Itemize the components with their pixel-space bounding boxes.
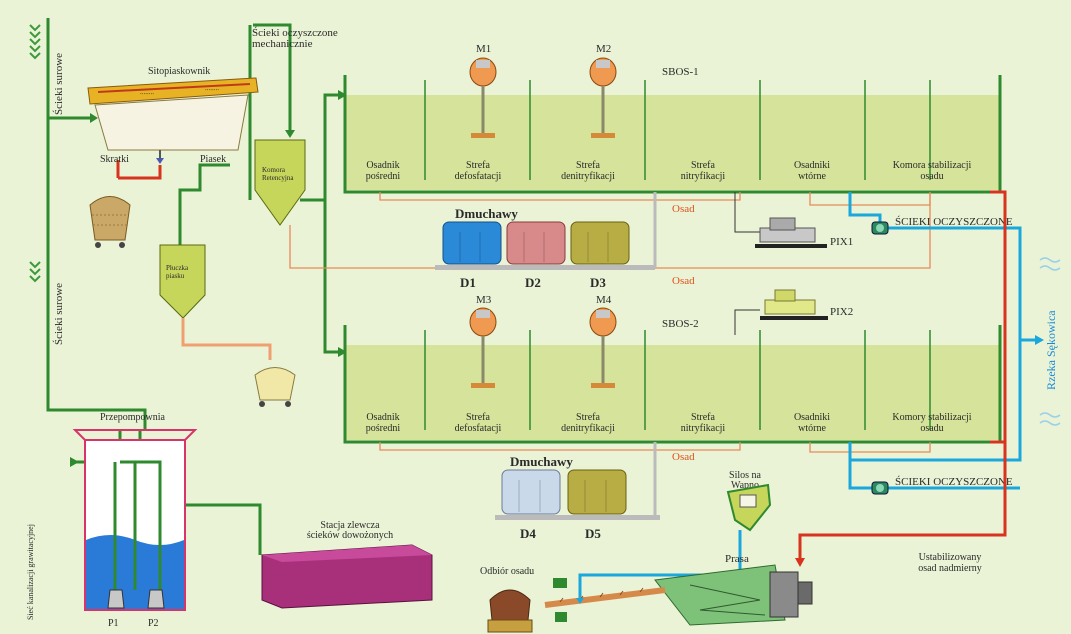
blowers1-group [435,192,657,270]
sbos1-tank [343,75,1002,194]
osad-label-3: Osad [672,451,695,463]
mech-treated-line2: mechanicznie [252,38,313,50]
lime-silo [726,483,772,532]
treated-label-2: ŚCIEKI OCZYSZCZONE [895,476,1013,488]
pix1-label: PIX1 [830,236,853,248]
sand-separator [159,244,272,360]
mixer-m2-label: M2 [596,43,611,55]
mixer-m3-label: M3 [476,294,492,306]
blower-d3: D3 [590,275,606,290]
treated-meter-1 [871,221,889,235]
blower-d1: D1 [460,275,476,290]
treated-label-1: ŚCIEKI OCZYSZCZONE [895,216,1013,228]
raw-sewage-pipe [46,18,340,555]
mixer-m1-label: M1 [476,43,491,55]
mixer-m2 [589,57,617,138]
excess-sludge-arrow [795,558,805,567]
osad-label-1: Osad [672,203,695,215]
blower-d4: D4 [520,526,536,541]
screenings-bin [89,196,131,248]
press-label: Prasa [725,553,749,565]
retention-chamber [254,139,306,226]
sludge-receiver-label: Odbiór osadu [480,566,534,577]
river-label: Rzeka Sękowica [1044,310,1058,390]
mixer-m4 [589,307,617,388]
inflow-arrows-bottom [29,261,41,283]
blowers2-title: Dmuchawy [510,454,573,469]
sludge-lines-2 [379,442,931,453]
sbos2-tank [343,325,1002,444]
pix2-label: PIX2 [830,306,853,318]
blower-d2: D2 [525,275,541,290]
pipe-arrows [70,90,347,467]
svg-text:∙∙∙∙∙∙∙∙: ∙∙∙∙∙∙∙∙ [140,90,154,98]
mixer-m3 [469,307,497,388]
river-arrow [1035,335,1044,345]
screenings-label: Skratki [100,154,129,165]
blowers1-title: Dmuchawy [455,206,518,221]
mixer-m4-label: M4 [596,294,612,306]
raw-sewage-label-top: Ścieki surowe [53,53,65,115]
inflow-arrows-top [29,24,41,60]
sbos1-title: SBOS-1 [662,66,699,78]
pix2-unit [734,289,828,335]
blower-d5: D5 [585,526,601,541]
sludge-receiver-bin [487,589,533,633]
pump-p2: P2 [148,618,159,629]
sand-label: Piasek [200,154,226,165]
gravity-sewer-label: Sieć kanalizacji grawitacyjnej [26,524,35,620]
pumping-station [72,429,198,611]
treated-meter-2 [871,481,889,495]
excess-sludge-pipe [798,190,1007,560]
pump-p1: P1 [108,618,119,629]
treated-outflow-pipes [578,192,1035,598]
river-waves [1039,257,1061,426]
pix1-unit [734,192,827,248]
mech-treated-line1: Ścieki oczyszczone [252,27,338,39]
osad-label-2: Osad [672,275,695,287]
screen-title: Sitopiaskownik [148,66,210,77]
sand-bin [254,367,296,407]
press-unit [654,564,813,626]
raw-sewage-label-bottom: Ścieki surowe [53,283,65,345]
septage-station [261,544,433,609]
screen-unit: ∙∙∙∙∙∙∙∙ ∙∙∙∙∙∙∙∙ [87,77,259,164]
svg-text:∙∙∙∙∙∙∙∙: ∙∙∙∙∙∙∙∙ [205,86,219,94]
blowers2-group [495,442,660,520]
mixer-m1 [469,57,497,138]
screw-conveyor [544,578,666,622]
pumping-station-title: Przepompownia [100,412,166,423]
sbos2-title: SBOS-2 [662,318,699,330]
